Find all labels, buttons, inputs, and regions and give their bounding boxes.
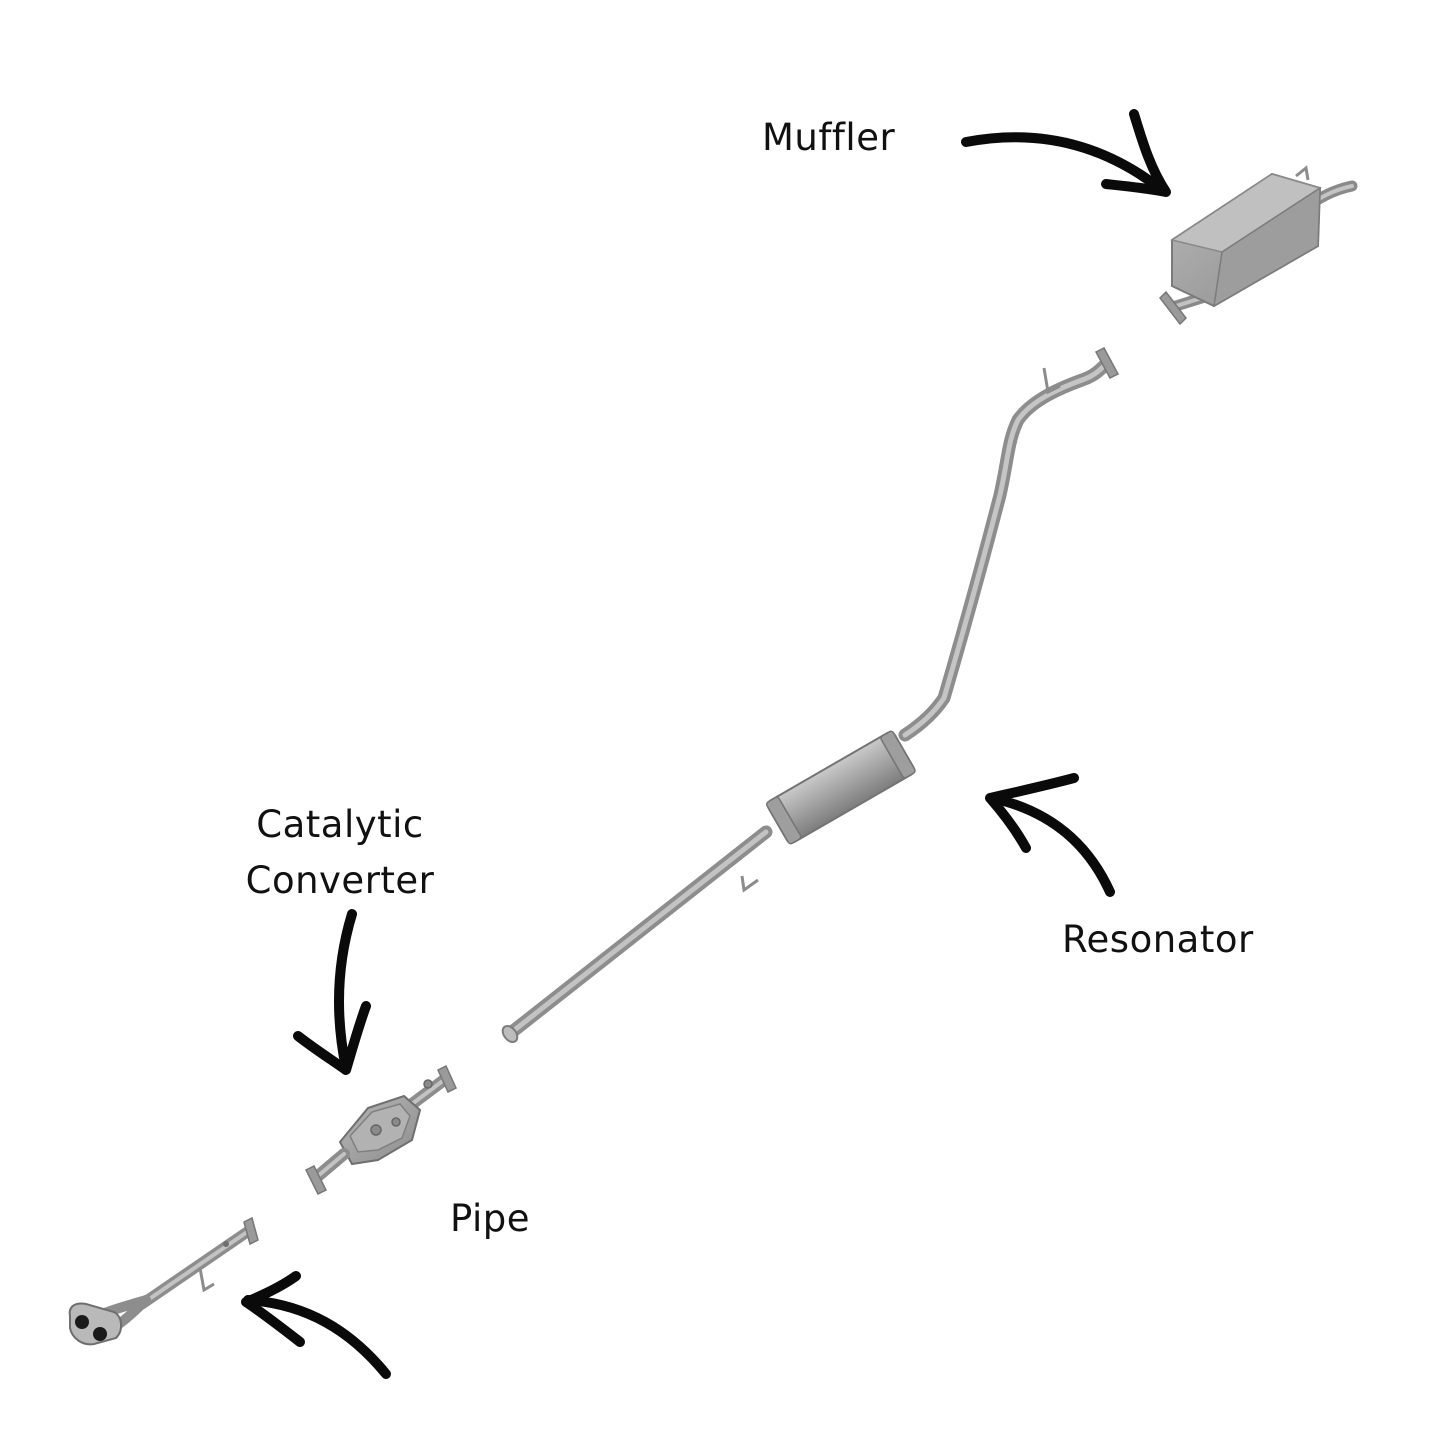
muffler-callout-arrow-icon (961, 109, 1171, 197)
resonator-part (501, 347, 1120, 1043)
muffler-part (1159, 165, 1358, 326)
pipe-callout-arrow-icon (241, 1271, 391, 1379)
catalytic-converter-label-line-1: Catalytic (256, 803, 424, 846)
catalytic-converter-label: Catalytic Converter (222, 797, 458, 908)
pipe-label: Pipe (450, 1197, 531, 1240)
resonator-callout-arrow-icon (985, 773, 1115, 897)
catalytic-converter-part (304, 1064, 457, 1196)
pipe-part (68, 1216, 259, 1346)
muffler-label: Muffler (762, 116, 896, 159)
resonator-label: Resonator (1062, 918, 1254, 961)
catalytic-converter-label-line-2: Converter (245, 858, 435, 902)
catalytic-converter-callout-arrow-icon (293, 909, 371, 1075)
